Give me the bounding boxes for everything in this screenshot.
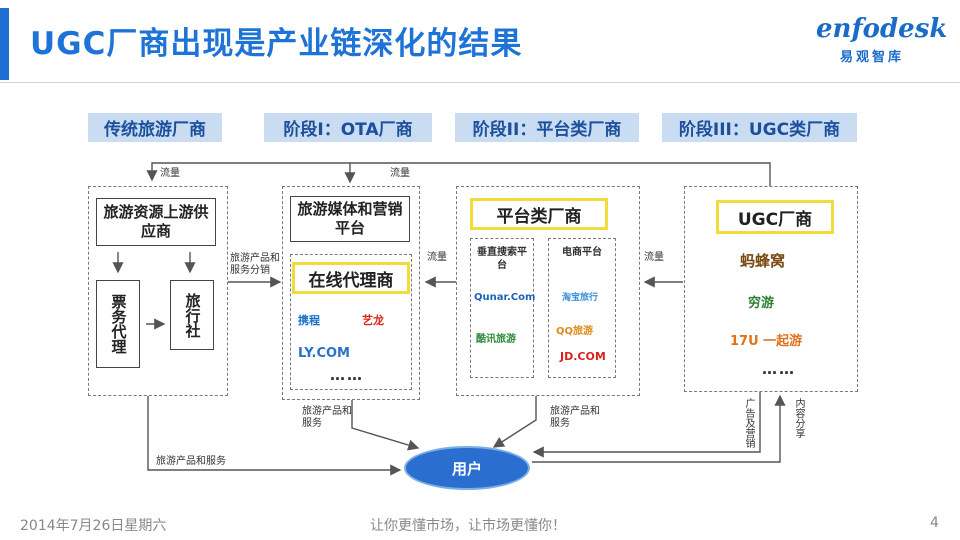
mafengwo-logo: 蚂蜂窝 xyxy=(740,252,786,270)
content-share-label: 内容分享 xyxy=(793,398,804,438)
ads-label: 广告及营销 xyxy=(743,398,754,448)
travel-agency-box: 旅行社 xyxy=(170,280,214,350)
ecommerce-label: 电商平台 xyxy=(562,247,602,258)
kuxun-logo: 酷讯旅游 xyxy=(476,334,516,345)
media-platform-box: 旅游媒体和营销平台 xyxy=(290,196,410,242)
traffic-label-platform: 流量 xyxy=(644,252,664,263)
products-label-ota: 旅游产品和服务 xyxy=(302,406,352,429)
elong-logo: 艺龙 xyxy=(362,314,384,327)
enfodesk-logo: enfodesk xyxy=(816,14,948,44)
qq-travel-logo: QQ旅游 xyxy=(556,326,594,337)
products-label-bottom: 旅游产品和服务 xyxy=(156,456,226,467)
ota-group xyxy=(282,186,420,400)
distribution-label: 旅游产品和服务分销 xyxy=(230,253,280,276)
ugc-title-box: UGC厂商 xyxy=(716,200,834,234)
vertical-search-group xyxy=(470,238,534,378)
ecommerce-group xyxy=(548,238,616,378)
jd-logo: JD.COM xyxy=(560,350,606,363)
stage-traditional: 传统旅游厂商 xyxy=(88,113,222,142)
qyer-logo: 穷游 xyxy=(748,296,775,311)
supplier-box: 旅游资源上游供应商 xyxy=(96,198,216,246)
ctrip-logo: 携程 xyxy=(298,314,320,327)
accent-bar xyxy=(0,8,9,80)
products-label-platform: 旅游产品和服务 xyxy=(550,406,600,429)
qunar-logo: Qunar.Com xyxy=(474,292,536,303)
header-divider xyxy=(0,82,960,83)
traffic-label-top-left: 流量 xyxy=(160,168,180,179)
footer-slogan: 让你更懂市场，让市场更懂你！ xyxy=(370,518,566,534)
17u-logo: 17U 一起游 xyxy=(730,334,803,349)
ota-more: …… xyxy=(330,366,364,384)
online-agent-box: 在线代理商 xyxy=(292,262,410,294)
traffic-label-ota: 流量 xyxy=(427,252,447,263)
footer-date: 2014年7月26日星期六 xyxy=(20,518,167,534)
stage-ugc: 阶段III：UGC类厂商 xyxy=(662,113,857,142)
vertical-search-label: 垂直搜索平台 xyxy=(477,247,527,271)
stage-platform: 阶段II：平台类厂商 xyxy=(455,113,639,142)
ly-logo: LY.COM xyxy=(298,346,350,361)
page-title: UGC厂商出现是产业链深化的结果 xyxy=(30,26,523,62)
user-node: 用户 xyxy=(404,446,530,490)
online-agent-group xyxy=(290,254,412,390)
traffic-label-top-mid: 流量 xyxy=(390,168,410,179)
page-number: 4 xyxy=(930,515,939,531)
stage-ota: 阶段I：OTA厂商 xyxy=(264,113,432,142)
platform-title-box: 平台类厂商 xyxy=(470,198,608,230)
taobao-travel-logo: 淘宝旅行 xyxy=(562,293,599,303)
platform-group xyxy=(456,186,640,396)
ticket-agent-box: 票务代理 xyxy=(96,280,140,368)
ugc-group xyxy=(684,186,858,392)
traditional-group xyxy=(88,186,228,396)
ugc-more: …… xyxy=(762,360,796,378)
logo-subtitle: 易观智库 xyxy=(840,50,905,65)
